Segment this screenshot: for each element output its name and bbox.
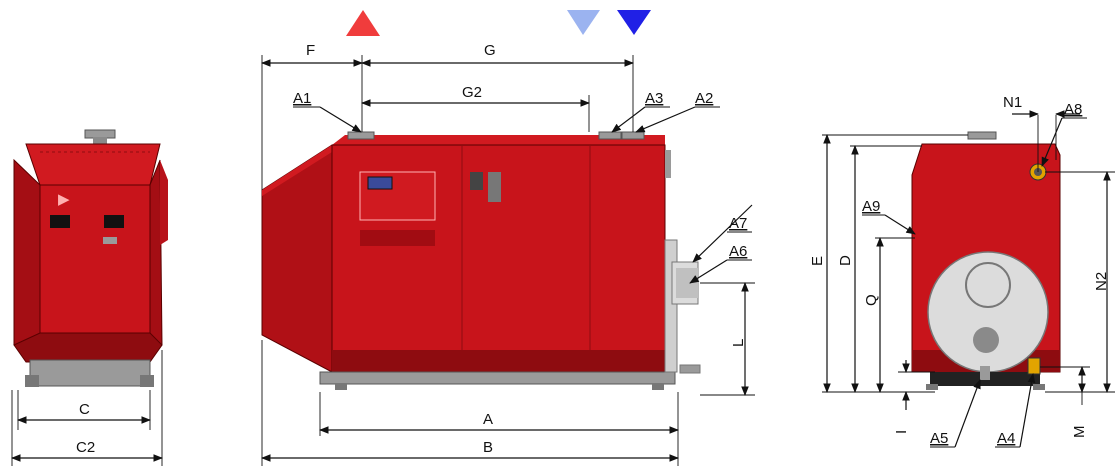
return-light-arrow-icon xyxy=(567,10,600,35)
connection-label-a2: A2 xyxy=(695,90,713,107)
dimension-label-i: I xyxy=(893,430,910,434)
dimension-label-q: Q xyxy=(863,294,880,306)
dimension-label-f: F xyxy=(306,42,315,59)
dimension-label-b: B xyxy=(483,439,493,456)
rear-view xyxy=(911,131,1061,390)
dimension-label-e: E xyxy=(809,256,826,266)
svg-text:▶: ▶ xyxy=(58,191,70,208)
connection-label-a9: A9 xyxy=(862,198,880,215)
dimension-label-m: M xyxy=(1071,426,1088,439)
dimension-label-c: C xyxy=(79,401,90,418)
connection-label-a4: A4 xyxy=(997,430,1015,447)
dimension-label-g2: G2 xyxy=(462,84,482,101)
front-view: ▶ xyxy=(13,129,168,387)
dimension-label-n1: N1 xyxy=(1003,94,1022,111)
dimension-label-g: G xyxy=(484,42,496,59)
connection-label-a6: A6 xyxy=(729,243,747,260)
dimension-label-d: D xyxy=(837,255,854,266)
flow-symbols xyxy=(346,10,651,36)
side-view-dimensions: F G G2 A1 A3 A2 A7 A6 L A xyxy=(261,42,755,466)
dimension-label-a: A xyxy=(483,411,493,428)
connection-label-a7: A7 xyxy=(729,215,747,232)
dimension-label-l: L xyxy=(730,339,747,347)
connection-label-a1: A1 xyxy=(293,90,311,107)
side-view xyxy=(261,131,701,390)
dimension-label-c2: C2 xyxy=(76,439,95,456)
return-dark-arrow-icon xyxy=(617,10,651,35)
dimension-label-n2: N2 xyxy=(1093,272,1110,291)
connection-label-a5: A5 xyxy=(930,430,948,447)
connection-label-a8: A8 xyxy=(1064,101,1082,118)
flow-arrow-icon xyxy=(346,10,380,36)
rear-view-dimensions: E D Q A9 I A5 A4 M N2 xyxy=(809,94,1115,448)
connection-label-a3: A3 xyxy=(645,90,663,107)
front-view-dimensions: C C2 xyxy=(11,350,163,466)
